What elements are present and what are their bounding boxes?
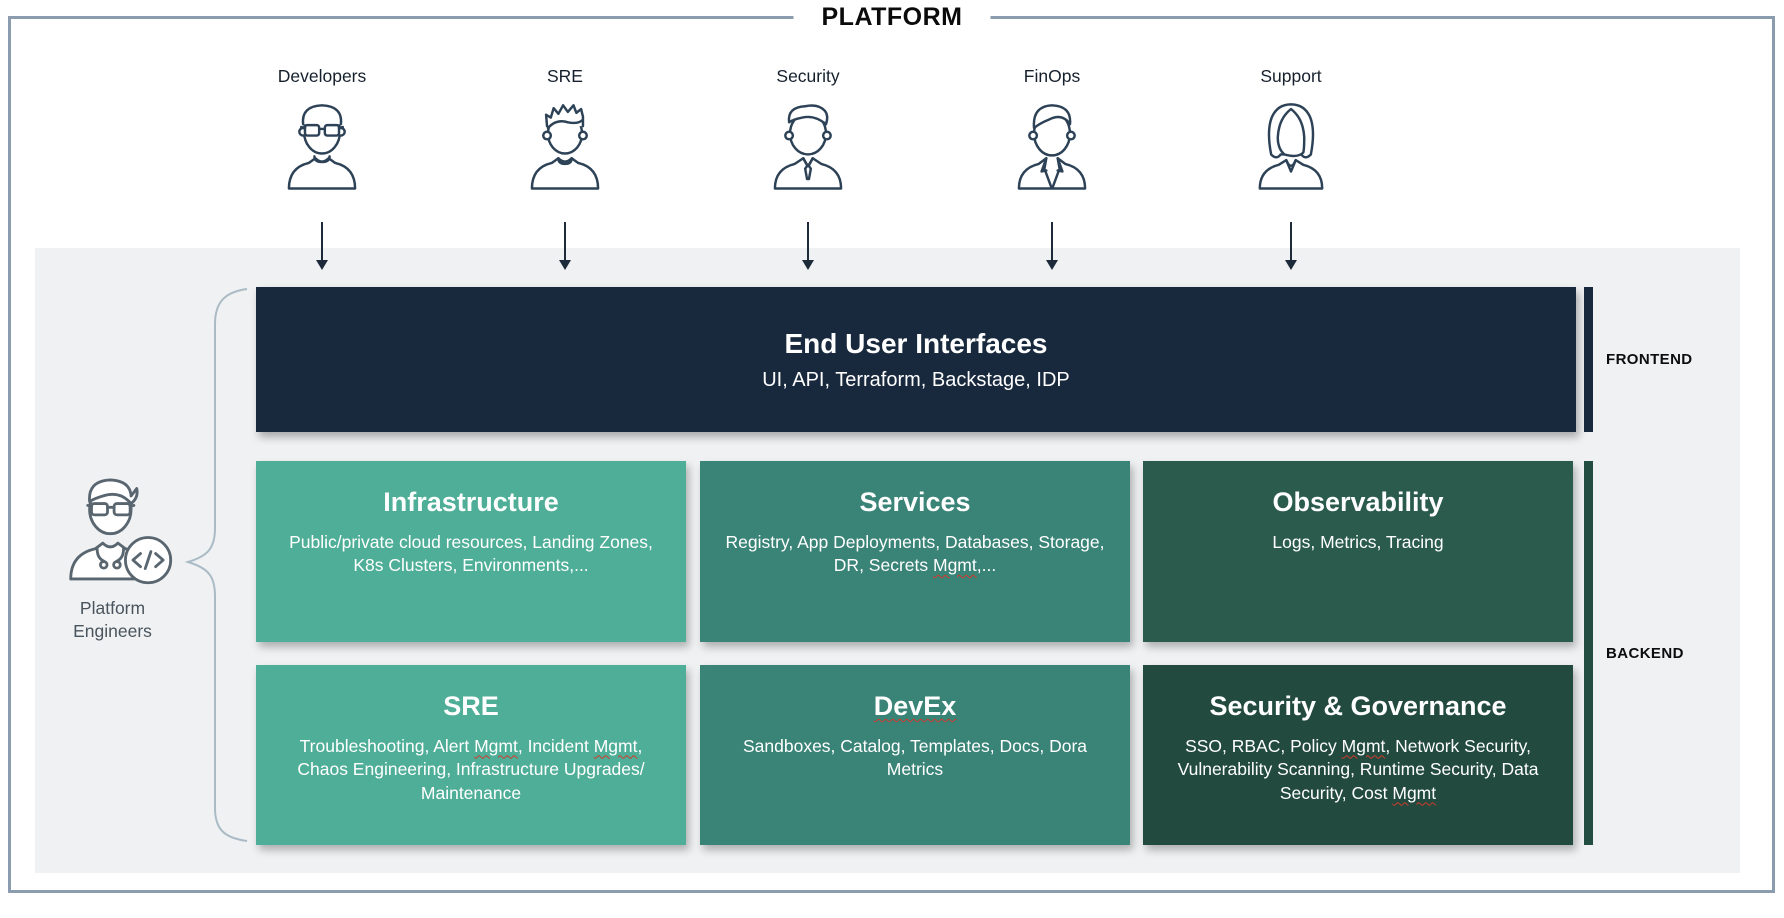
observability-box: Observability Logs, Metrics, Tracing [1143, 461, 1573, 642]
persona-label: FinOps [1023, 66, 1081, 86]
security-governance-box: Security & Governance SSO, RBAC, Policy … [1143, 665, 1573, 845]
devex-box: DevEx Sandboxes, Catalog, Templates, Doc… [700, 665, 1130, 845]
arrow-support-icon [1285, 222, 1297, 270]
persona-label: Developers [277, 66, 367, 86]
security-governance-title: Security & Governance [1209, 691, 1507, 721]
sre-body: Troubleshooting, Alert Mgmt, Incident Mg… [297, 735, 645, 803]
services-box: Services Registry, App Deployments, Data… [700, 461, 1130, 642]
persona-sre: SRE [470, 66, 660, 197]
end-user-interfaces-subtitle: UI, API, Terraform, Backstage, IDP [762, 368, 1070, 391]
persona-finops: FinOps [957, 66, 1147, 197]
developer-avatar-icon [227, 93, 417, 197]
infrastructure-body: Public/private cloud resources, Landing … [289, 531, 653, 576]
security-avatar-icon [713, 93, 903, 197]
backend-band-label: BACKEND [1606, 644, 1684, 662]
persona-label: Security [776, 66, 840, 86]
infrastructure-title: Infrastructure [383, 487, 559, 517]
services-title: Services [859, 487, 971, 517]
frontend-band-bar [1584, 287, 1593, 432]
security-governance-body: SSO, RBAC, Policy Mgmt, Network Security… [1177, 735, 1539, 803]
persona-label: SRE [547, 66, 583, 86]
observability-title: Observability [1272, 487, 1444, 517]
persona-label: Support [1260, 66, 1322, 86]
arrow-finops-icon [1046, 222, 1058, 270]
devex-body: Sandboxes, Catalog, Templates, Docs, Dor… [742, 735, 1088, 780]
backend-band-bar [1584, 461, 1593, 845]
services-body: Registry, App Deployments, Databases, St… [725, 531, 1105, 576]
platform-engineers-brace [180, 280, 260, 855]
infrastructure-box: Infrastructure Public/private cloud reso… [256, 461, 686, 642]
arrow-developers-icon [316, 222, 328, 270]
arrow-sre-icon [559, 222, 571, 270]
end-user-interfaces-box: End User Interfaces UI, API, Terraform, … [256, 287, 1576, 432]
sre-box: SRE Troubleshooting, Alert Mgmt, Inciden… [256, 665, 686, 845]
sre-avatar-icon [470, 93, 660, 197]
arrow-security-icon [802, 222, 814, 270]
observability-body: Logs, Metrics, Tracing [1272, 531, 1444, 552]
platform-engineers-label: Platform Engineers [73, 598, 152, 641]
persona-developers: Developers [227, 66, 417, 197]
persona-support: Support [1196, 66, 1386, 197]
sre-title: SRE [443, 691, 499, 721]
support-avatar-icon [1196, 93, 1386, 197]
devex-title: DevEx [873, 691, 957, 721]
finops-avatar-icon [957, 93, 1147, 197]
end-user-interfaces-title: End User Interfaces [784, 327, 1048, 359]
diagram-title: PLATFORM [793, 2, 991, 32]
platform-engineer-icon [50, 466, 182, 597]
persona-security: Security [713, 66, 903, 197]
frontend-band-label: FRONTEND [1606, 351, 1693, 368]
